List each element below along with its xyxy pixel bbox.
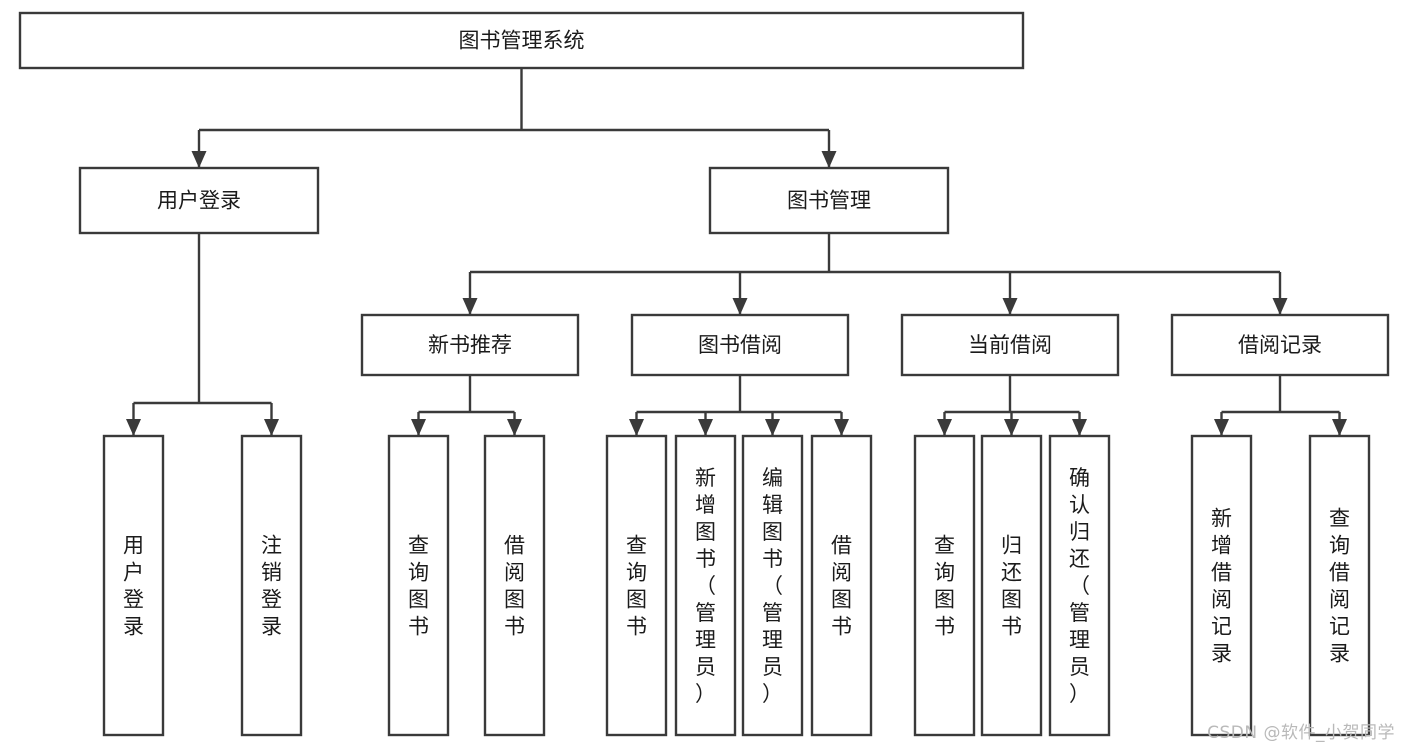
node-level3-0[interactable]: 新书推荐	[360, 313, 580, 377]
arrow-head-icon	[732, 298, 748, 315]
node-leaf-4-label: 查询图书	[626, 534, 647, 639]
node-root-system-label: 图书管理系统	[459, 29, 585, 53]
node-leaf-4-rect[interactable]	[605, 434, 668, 737]
node-leaf-2-rect[interactable]	[387, 434, 450, 737]
node-level2-0-rect[interactable]	[78, 166, 320, 235]
node-level2-1-rect[interactable]	[708, 166, 950, 235]
node-leaf-3-rect[interactable]	[483, 434, 546, 737]
node-leaf-6-rect[interactable]	[741, 434, 804, 737]
arrow-head-icon	[191, 151, 207, 168]
node-level2-0[interactable]: 用户登录	[78, 166, 320, 235]
connector-lines	[126, 68, 1347, 436]
node-leaf-5-label: 新增图书（管理员）	[695, 466, 716, 706]
node-leaf-8-label: 查询图书	[934, 534, 955, 639]
node-boxes: 图书管理系统用户登录图书管理新书推荐图书借阅当前借阅借阅记录用户登录注销登录查询…	[18, 11, 1390, 737]
node-leaf-12-rect[interactable]	[1308, 434, 1371, 737]
arrow-head-icon	[1072, 419, 1087, 436]
node-leaf-10[interactable]: 确认归还（管理员）	[1048, 434, 1111, 737]
node-leaf-7-label: 借阅图书	[831, 534, 852, 639]
arrow-head-icon	[507, 419, 522, 436]
arrow-head-icon	[1214, 419, 1229, 436]
node-level2-1-label: 图书管理	[787, 189, 871, 213]
node-leaf-9-rect[interactable]	[980, 434, 1043, 737]
arrow-head-icon	[765, 419, 780, 436]
node-leaf-0[interactable]: 用户登录	[102, 434, 165, 737]
node-leaf-6[interactable]: 编辑图书（管理员）	[741, 434, 804, 737]
arrow-head-icon	[1332, 419, 1347, 436]
node-leaf-7-rect[interactable]	[810, 434, 873, 737]
node-root-system[interactable]: 图书管理系统	[18, 11, 1025, 70]
node-leaf-10-label: 确认归还（管理员）	[1069, 466, 1090, 706]
node-leaf-2[interactable]: 查询图书	[387, 434, 450, 737]
node-level3-1-label: 图书借阅	[698, 333, 782, 357]
node-leaf-3[interactable]: 借阅图书	[483, 434, 546, 737]
node-leaf-12-label: 查询借阅记录	[1329, 507, 1350, 666]
node-leaf-8-rect[interactable]	[913, 434, 976, 737]
arrow-head-icon	[821, 151, 837, 168]
arrow-head-icon	[126, 419, 141, 436]
node-leaf-5-rect[interactable]	[674, 434, 737, 737]
node-leaf-3-label: 借阅图书	[504, 534, 525, 639]
node-leaf-4[interactable]: 查询图书	[605, 434, 668, 737]
node-leaf-1-label: 注销登录	[261, 534, 282, 639]
node-level2-0-label: 用户登录	[157, 189, 241, 213]
node-leaf-8[interactable]: 查询图书	[913, 434, 976, 737]
node-leaf-1-rect[interactable]	[240, 434, 303, 737]
arrow-head-icon	[411, 419, 426, 436]
node-leaf-11[interactable]: 新增借阅记录	[1190, 434, 1253, 737]
node-leaf-5[interactable]: 新增图书（管理员）	[674, 434, 737, 737]
node-level3-3-rect[interactable]	[1170, 313, 1390, 377]
arrow-head-icon	[462, 298, 478, 315]
node-leaf-9-label: 归还图书	[1001, 534, 1022, 639]
node-leaf-9[interactable]: 归还图书	[980, 434, 1043, 737]
node-leaf-6-label: 编辑图书（管理员）	[762, 466, 783, 706]
arrow-head-icon	[698, 419, 713, 436]
node-level3-0-rect[interactable]	[360, 313, 580, 377]
node-level2-1[interactable]: 图书管理	[708, 166, 950, 235]
node-level3-0-label: 新书推荐	[428, 333, 512, 357]
node-leaf-11-label: 新增借阅记录	[1211, 507, 1232, 666]
node-level3-1[interactable]: 图书借阅	[630, 313, 850, 377]
node-level3-2[interactable]: 当前借阅	[900, 313, 1120, 377]
node-leaf-10-rect[interactable]	[1048, 434, 1111, 737]
arrow-head-icon	[1272, 298, 1288, 315]
node-leaf-12[interactable]: 查询借阅记录	[1308, 434, 1371, 737]
node-level3-3[interactable]: 借阅记录	[1170, 313, 1390, 377]
arrow-head-icon	[834, 419, 849, 436]
arrow-head-icon	[1002, 298, 1018, 315]
arrow-head-icon	[1004, 419, 1019, 436]
node-level3-2-rect[interactable]	[900, 313, 1120, 377]
node-level3-2-label: 当前借阅	[968, 333, 1052, 357]
node-level3-3-label: 借阅记录	[1238, 333, 1322, 357]
arrow-head-icon	[629, 419, 644, 436]
node-leaf-0-label: 用户登录	[123, 534, 144, 639]
node-leaf-1[interactable]: 注销登录	[240, 434, 303, 737]
node-level3-1-rect[interactable]	[630, 313, 850, 377]
node-leaf-7[interactable]: 借阅图书	[810, 434, 873, 737]
node-leaf-2-label: 查询图书	[408, 534, 429, 639]
node-leaf-11-rect[interactable]	[1190, 434, 1253, 737]
node-leaf-0-rect[interactable]	[102, 434, 165, 737]
node-root-system-rect[interactable]	[18, 11, 1025, 70]
arrow-head-icon	[264, 419, 279, 436]
arrow-head-icon	[937, 419, 952, 436]
